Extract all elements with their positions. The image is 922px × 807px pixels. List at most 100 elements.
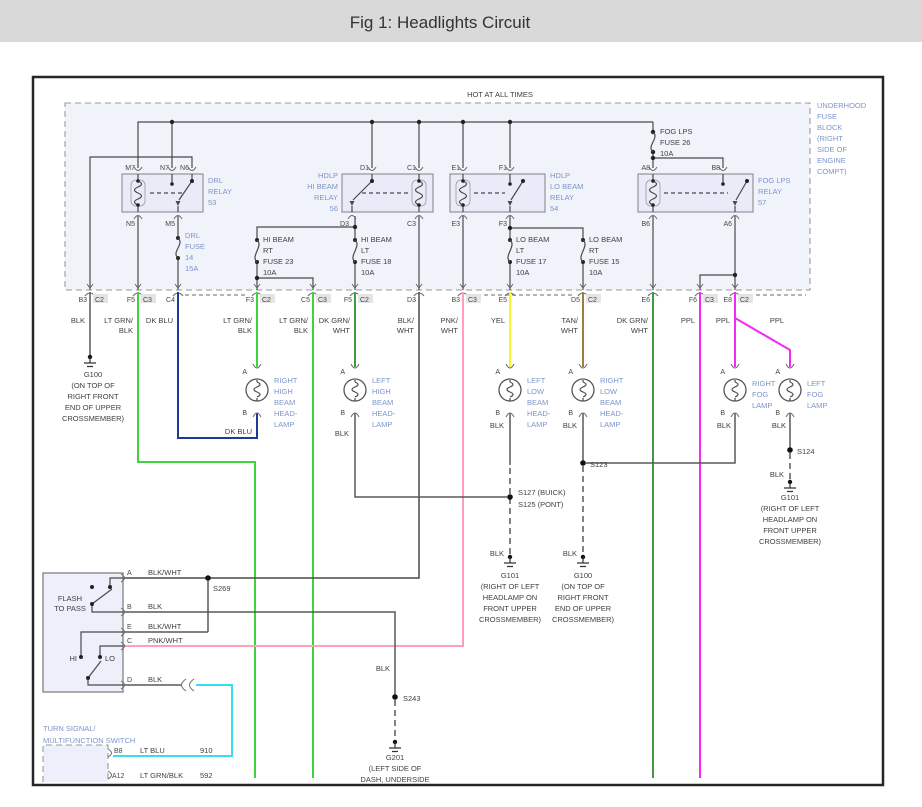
svg-text:G100: G100: [84, 370, 102, 379]
hi-rt-fuse-label: HI BEAM: [263, 235, 294, 244]
svg-text:57: 57: [758, 198, 766, 207]
svg-text:FUSE 15: FUSE 15: [589, 257, 619, 266]
svg-text:(ON TOP OF: (ON TOP OF: [71, 381, 115, 390]
svg-text:HI BEAM: HI BEAM: [307, 182, 338, 191]
svg-text:BLOCK: BLOCK: [817, 123, 842, 132]
svg-text:BLK: BLK: [148, 675, 162, 684]
svg-text:FRONT UPPER: FRONT UPPER: [483, 604, 537, 613]
drl-relay: M7 N7 N6 N5 M5 DRL RELAY 53: [121, 165, 232, 228]
lo-beam-lt-fuse: [507, 239, 513, 263]
svg-text:G100: G100: [574, 571, 592, 580]
wires: [113, 292, 791, 778]
drl-fuse: [175, 237, 181, 259]
svg-text:LT GRN/: LT GRN/: [223, 316, 253, 325]
svg-text:A: A: [495, 369, 500, 376]
svg-text:F5: F5: [344, 297, 352, 304]
fog-lps-relay: A8 B8 B6 A6 FOG LPS RELAY 57: [637, 165, 791, 228]
svg-text:BEAM: BEAM: [527, 398, 548, 407]
svg-text:B: B: [340, 410, 345, 417]
svg-text:E6: E6: [641, 297, 650, 304]
svg-text:B3: B3: [451, 297, 460, 304]
svg-text:14: 14: [185, 253, 193, 262]
svg-text:PPL: PPL: [716, 316, 730, 325]
switch-name: TURN SIGNAL/: [43, 724, 96, 733]
svg-text:S127 (BUICK): S127 (BUICK): [518, 488, 566, 497]
left-fog-lamp: A B LEFT FOG LAMP BLK BLK: [770, 363, 827, 479]
svg-text:MULTIFUNCTION SWITCH: MULTIFUNCTION SWITCH: [43, 736, 135, 745]
svg-text:CROSSMEMBER): CROSSMEMBER): [479, 615, 542, 624]
hi-beam-rt-fuse: [254, 239, 260, 263]
svg-text:C2: C2: [360, 297, 369, 304]
svg-text:HEAD-: HEAD-: [274, 409, 298, 418]
right-low-beam-headlamp: A B RIGHT LOW BEAM HEAD- LAMP BLK: [563, 363, 624, 430]
svg-text:BEAM: BEAM: [274, 398, 295, 407]
pin-f1: F1: [499, 165, 507, 172]
hdlp-lo-beam-relay: E1 F1 E3 F3 HDLP LO BEAM RELAY 54: [449, 165, 583, 228]
svg-text:B: B: [720, 410, 725, 417]
page-title: Fig 1: Headlights Circuit: [350, 13, 531, 32]
splice-s243: [392, 694, 398, 700]
svg-text:C2: C2: [740, 297, 749, 304]
hi-beam-lt-fuse: [352, 239, 358, 263]
grounds: G100 (ON TOP OF RIGHT FRONT END OF UPPER…: [62, 354, 822, 784]
svg-text:BLK/: BLK/: [398, 316, 415, 325]
svg-text:10A: 10A: [589, 268, 602, 277]
svg-text:BLK: BLK: [238, 326, 252, 335]
svg-text:PPL: PPL: [681, 316, 695, 325]
pin-e1: E1: [451, 165, 460, 172]
svg-text:D3: D3: [407, 297, 416, 304]
svg-text:B: B: [242, 410, 247, 417]
svg-text:G101: G101: [501, 571, 519, 580]
svg-text:BLK: BLK: [335, 429, 349, 438]
ground-g101-center: G101 (RIGHT OF LEFT HEADLAMP ON FRONT UP…: [479, 554, 542, 624]
svg-text:S123: S123: [590, 460, 608, 469]
svg-text:BLK: BLK: [490, 421, 504, 430]
ground-g101-right: G101 (RIGHT OF LEFT HEADLAMP ON FRONT UP…: [759, 479, 822, 546]
fuse-block-label: UNDERHOOD: [817, 101, 867, 110]
svg-text:END OF UPPER: END OF UPPER: [555, 604, 612, 613]
svg-text:DK GRN/: DK GRN/: [617, 316, 649, 325]
svg-text:B: B: [495, 410, 500, 417]
svg-text:F3: F3: [246, 297, 254, 304]
pin-d3: D3: [340, 221, 349, 228]
junction-dots: [169, 119, 738, 281]
fuse-block-internal-wires: [89, 119, 738, 290]
svg-text:(RIGHT OF LEFT: (RIGHT OF LEFT: [481, 582, 540, 591]
svg-text:LO BEAM: LO BEAM: [550, 182, 583, 191]
svg-text:C4: C4: [166, 297, 175, 304]
svg-text:(ON TOP OF: (ON TOP OF: [561, 582, 605, 591]
svg-text:B: B: [127, 604, 132, 611]
svg-text:RT: RT: [263, 246, 273, 255]
svg-text:BLK/WHT: BLK/WHT: [148, 622, 182, 631]
svg-text:LOW: LOW: [527, 387, 545, 396]
svg-text:LAMP: LAMP: [807, 401, 827, 410]
svg-text:FOG: FOG: [752, 390, 768, 399]
fog-relay-label: FOG LPS: [758, 176, 791, 185]
svg-text:WHT: WHT: [631, 326, 648, 335]
svg-text:E8: E8: [723, 297, 732, 304]
svg-text:LEFT: LEFT: [527, 376, 546, 385]
svg-text:FUSE 23: FUSE 23: [263, 257, 293, 266]
hot-at-all-times-label: HOT AT ALL TIMES: [467, 90, 533, 99]
svg-text:LT: LT: [361, 246, 370, 255]
svg-text:C2: C2: [262, 297, 271, 304]
svg-text:HEADLAMP ON: HEADLAMP ON: [763, 515, 817, 524]
svg-text:A: A: [720, 369, 725, 376]
svg-text:TAN/: TAN/: [561, 316, 578, 325]
drl-fuse-label: DRL: [185, 231, 200, 240]
pin-n6: N6: [180, 165, 189, 172]
pin-b6: B6: [641, 221, 650, 228]
svg-text:CROSSMEMBER): CROSSMEMBER): [759, 537, 822, 546]
svg-text:D: D: [127, 677, 132, 684]
right-fog-lamp: A B RIGHT FOG LAMP BLK: [717, 363, 776, 430]
fog-lps-fuse: [650, 131, 656, 153]
svg-text:S125 (PONT): S125 (PONT): [518, 500, 564, 509]
splice-s127-s125: [507, 494, 513, 500]
ppl-branch-label: PPL: [770, 316, 784, 325]
svg-text:A: A: [568, 369, 573, 376]
svg-text:G101: G101: [781, 493, 799, 502]
svg-text:FUSE 18: FUSE 18: [361, 257, 391, 266]
svg-text:BLK: BLK: [294, 326, 308, 335]
svg-text:C3: C3: [318, 297, 327, 304]
